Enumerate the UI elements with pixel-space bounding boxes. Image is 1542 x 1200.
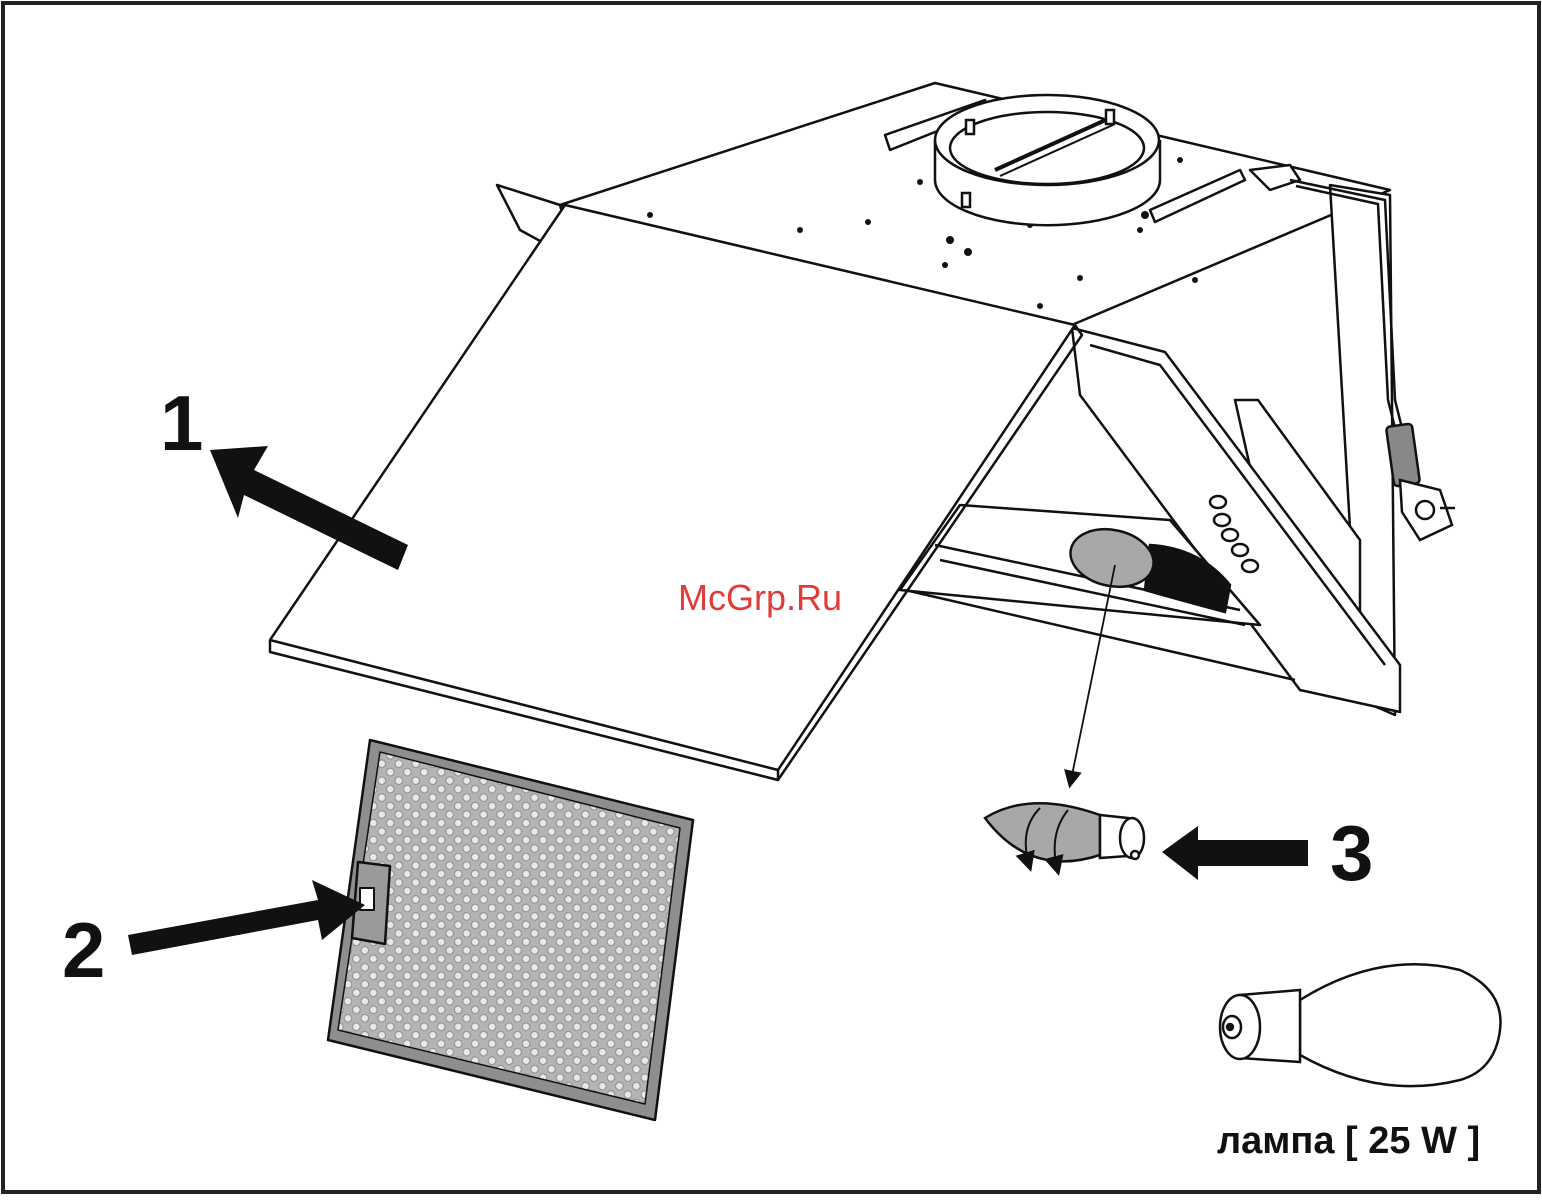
removed-lamp — [985, 803, 1144, 872]
arrow-3 — [1162, 826, 1308, 880]
watermark: McGrp.Ru — [678, 577, 842, 618]
callout-1: 1 — [160, 379, 203, 467]
spare-lamp-illustration — [1220, 964, 1501, 1086]
power-plug — [1386, 423, 1455, 540]
callout-2: 2 — [62, 906, 105, 994]
exhaust-collar — [935, 95, 1160, 225]
callout-3: 3 — [1330, 809, 1373, 897]
lamp-caption: лампа [ 25 W ] — [1217, 1120, 1480, 1162]
grease-filter — [328, 740, 693, 1120]
arrow-2 — [128, 880, 365, 955]
